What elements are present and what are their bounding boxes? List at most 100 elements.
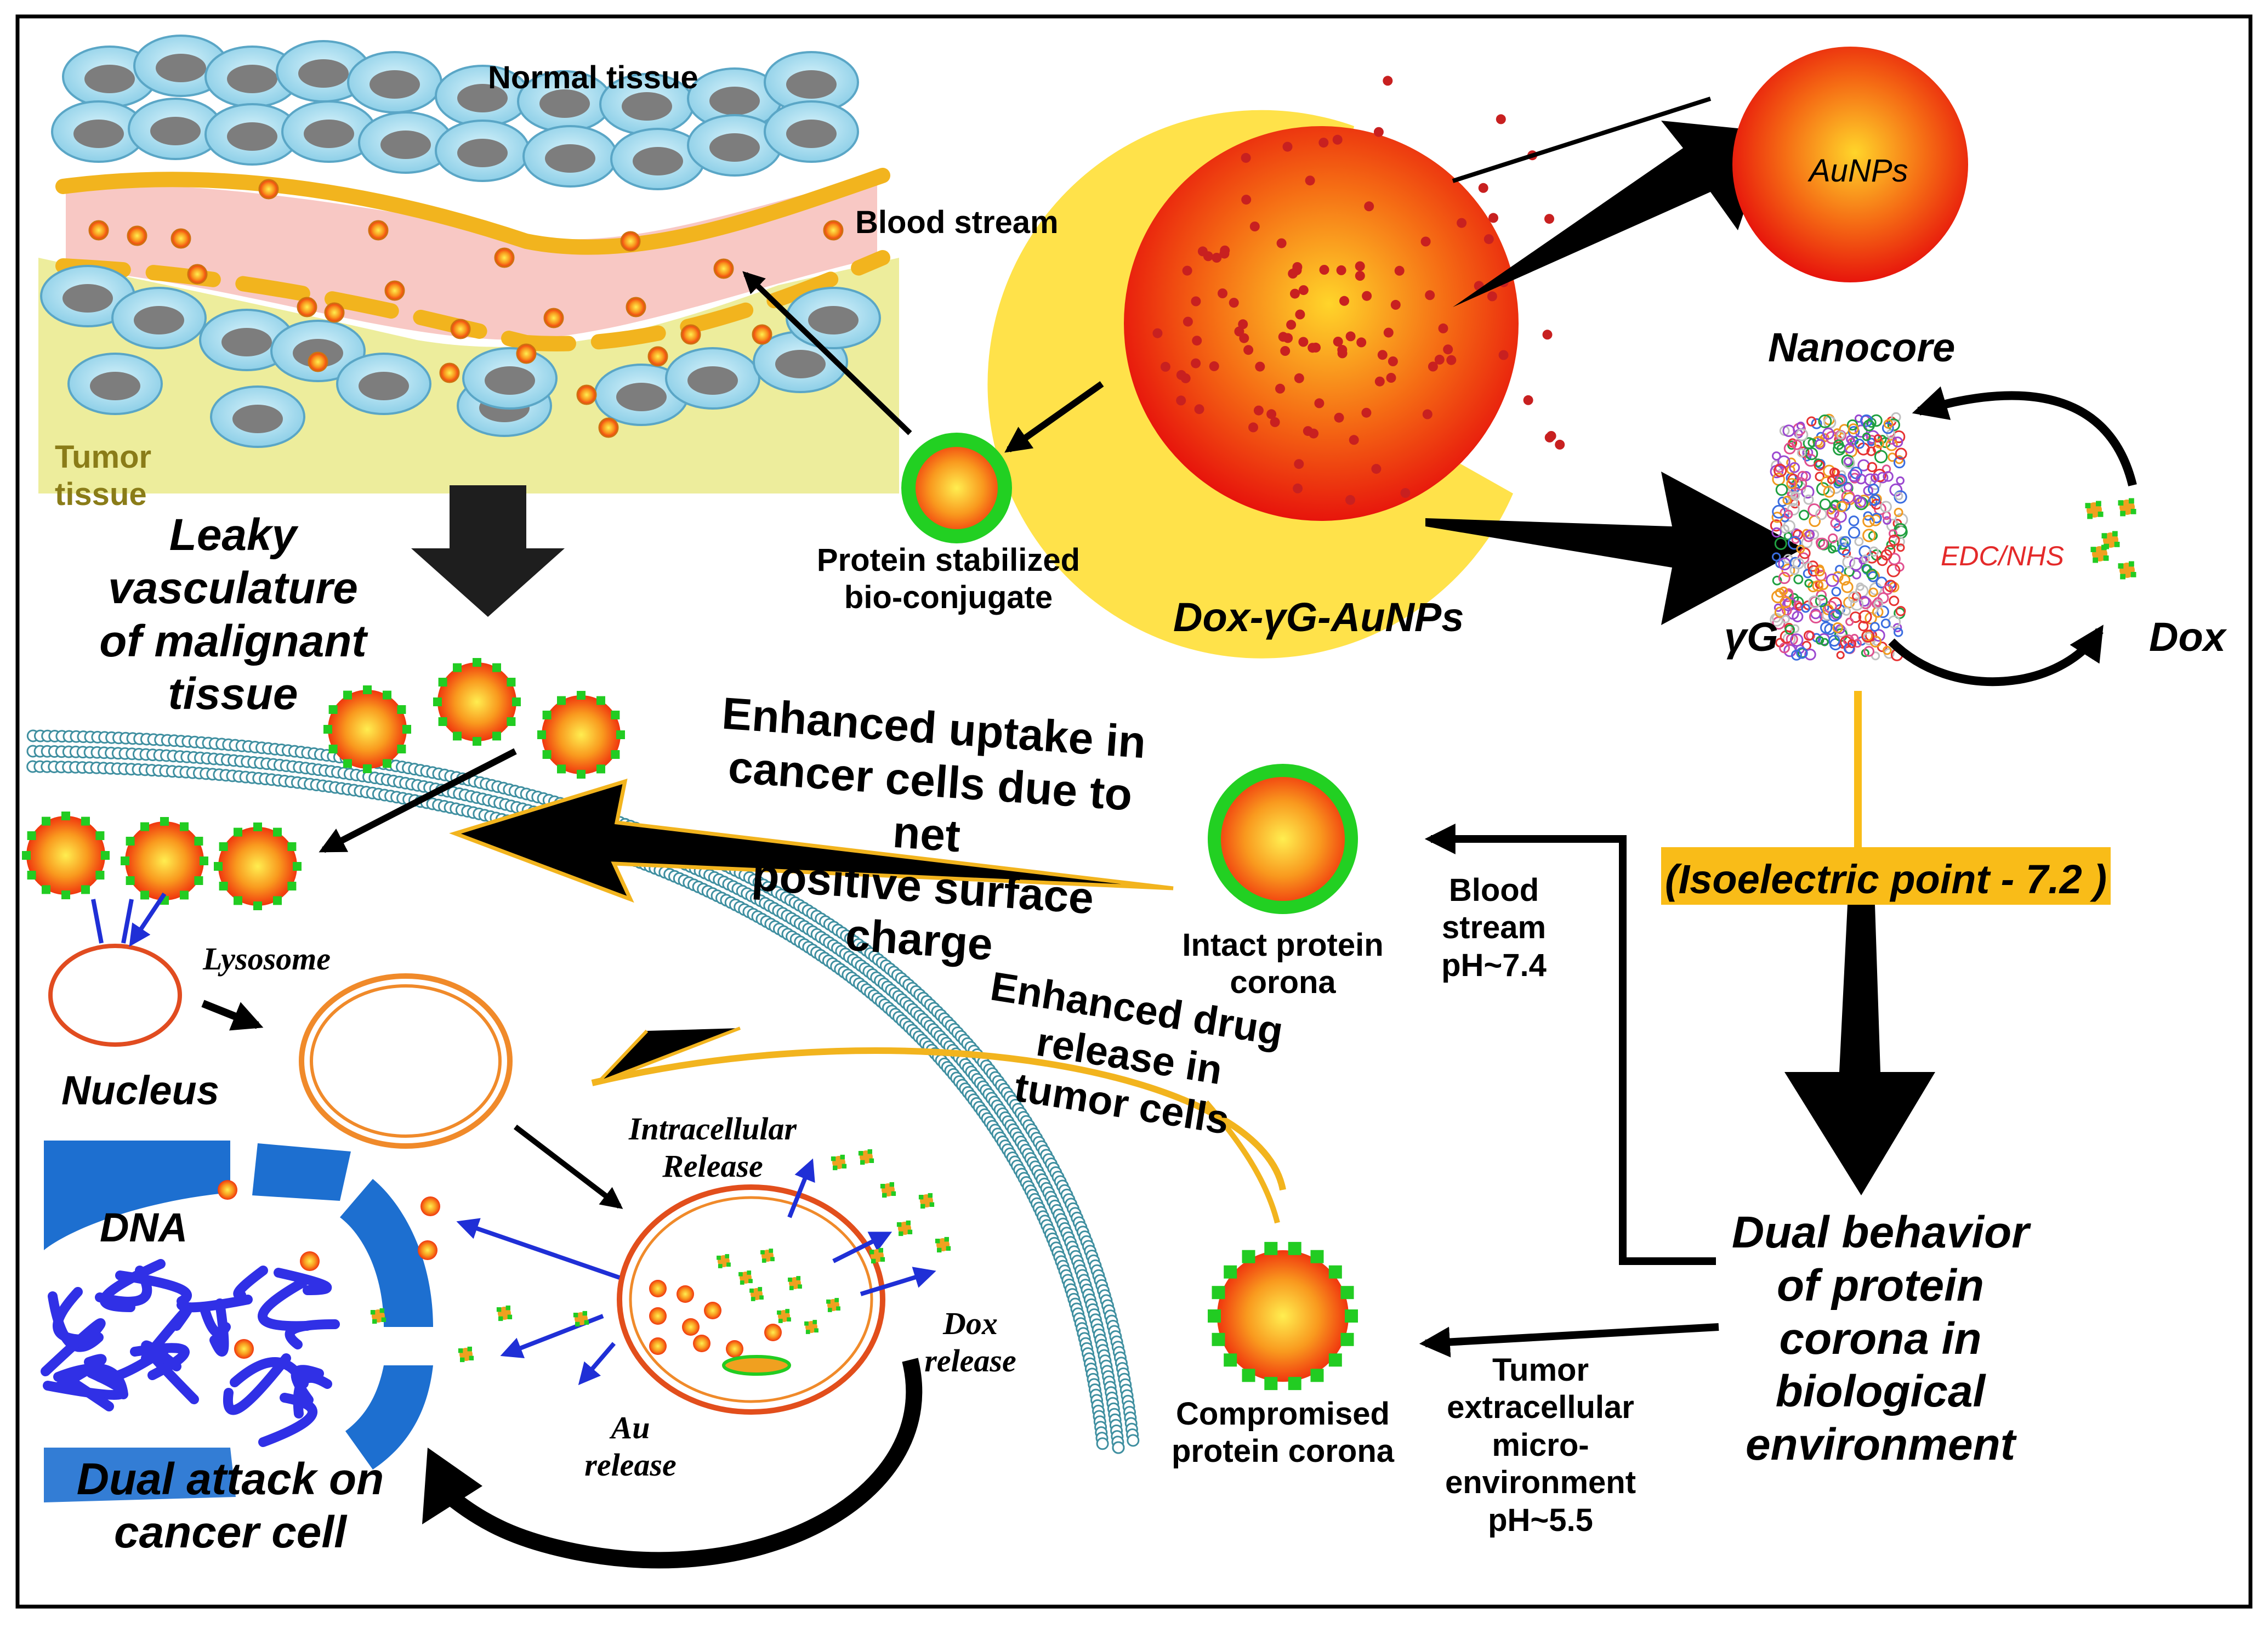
drug-dot	[1308, 343, 1318, 353]
dna-strand	[291, 1365, 324, 1405]
protein-atom	[1818, 414, 1832, 428]
surface-green-dot	[397, 745, 406, 753]
protein-atom	[1792, 611, 1804, 622]
isoelectric-box	[1661, 847, 2111, 905]
protein-atom	[1862, 432, 1871, 441]
surface-green-dot	[121, 856, 129, 865]
surface-green-dot	[200, 856, 208, 865]
protein-atom	[1858, 610, 1872, 624]
label-intracellular-release: Intracellular Release	[628, 1111, 797, 1184]
corona-fragment	[1310, 1250, 1324, 1263]
drug-dot	[1266, 409, 1277, 419]
endosome	[299, 973, 513, 1149]
dox-green-dot	[798, 1284, 802, 1289]
label-lysosome: Lysosome	[203, 941, 331, 977]
drug-dot	[1255, 361, 1265, 372]
surface-green-dot	[363, 685, 372, 694]
intact-corona-particle	[1208, 764, 1358, 914]
protein-atom	[1848, 423, 1859, 435]
surface-green-dot	[194, 837, 203, 846]
surface-green-dot	[160, 817, 169, 826]
protein-atom	[1828, 533, 1838, 543]
protein-atom	[1847, 639, 1857, 649]
drug-dot	[1434, 354, 1445, 365]
protein-atom	[1870, 473, 1880, 483]
surface-green-dot	[537, 730, 546, 739]
membrane-bead	[1096, 1437, 1109, 1450]
dox-molecules	[2085, 498, 2136, 580]
drug-dot	[1275, 383, 1285, 394]
dox-green-dot	[2093, 557, 2098, 563]
protein-atom	[1866, 568, 1878, 580]
protein-atom	[1854, 537, 1864, 547]
dox-green-dot	[833, 1165, 838, 1171]
label-yg: γG	[1724, 614, 1778, 660]
protein-atom	[1804, 648, 1816, 661]
vesicle-contents	[649, 1249, 840, 1376]
dna-strand	[59, 1372, 114, 1411]
dox-green-dot	[907, 1229, 913, 1234]
drug-dot	[1295, 309, 1305, 320]
protein-atom	[1774, 464, 1787, 478]
cell-nucleus-dot	[545, 144, 595, 173]
dna-strand	[223, 1353, 291, 1415]
dox-green-dot	[467, 1346, 472, 1352]
protein-atom	[1854, 439, 1865, 449]
dox-green-dot	[929, 1202, 935, 1207]
au-particle	[234, 1339, 254, 1359]
protein-atom	[1850, 611, 1862, 623]
protein-atom	[1882, 511, 1891, 520]
cell-nucleus-dot	[304, 120, 354, 148]
cell-nucleus-dot	[84, 65, 135, 93]
drug-dot	[1425, 290, 1435, 300]
surface-green-dot	[473, 658, 481, 667]
drug-dot	[1191, 296, 1201, 307]
drug-dot	[1355, 261, 1365, 271]
surface-green-dot	[81, 885, 90, 894]
surface-green-dot	[287, 842, 297, 851]
dox-green-dot	[507, 1314, 513, 1319]
drug-dot	[1542, 330, 1553, 340]
blood-particle	[576, 384, 597, 405]
protein-atom	[1827, 475, 1835, 484]
protein-atom	[1809, 610, 1823, 624]
blood-particle	[88, 220, 109, 241]
surface-green-dot	[22, 851, 31, 860]
protein-atom	[1880, 619, 1891, 629]
protein-atom	[1846, 435, 1855, 444]
cell-nucleus-dot	[457, 84, 508, 112]
surface-green-dot	[293, 862, 302, 871]
surface-green-dot	[596, 696, 605, 705]
protein-atom	[1798, 509, 1810, 520]
surface-green-dot	[61, 890, 70, 899]
surface-green-dot	[180, 890, 189, 900]
blood-particle	[127, 225, 147, 246]
np-entry-arrow	[319, 748, 517, 853]
dox-green-dot	[460, 1357, 465, 1363]
surface-green-dot	[596, 764, 605, 774]
drug-dot	[1212, 253, 1222, 263]
protein-atom	[1858, 621, 1869, 632]
cell-nucleus-dot	[73, 120, 124, 148]
drug-dot	[1383, 76, 1393, 86]
cell-nucleus-dot	[232, 405, 283, 433]
protein-atom	[1830, 500, 1841, 510]
protein-atom	[1843, 643, 1855, 654]
protein-atom	[1819, 498, 1831, 510]
protein-atom	[1796, 544, 1805, 554]
dox-green-dot	[749, 1288, 754, 1293]
surface-green-dot	[219, 842, 228, 851]
protein-atom	[1869, 494, 1881, 506]
dox-green-dot	[573, 1313, 578, 1318]
drug-dot	[1523, 395, 1533, 405]
protein-atom	[1848, 591, 1860, 603]
dox-green-dot	[944, 1236, 949, 1242]
dox-green-dot	[920, 1204, 925, 1209]
nanocore-sphere	[1732, 47, 1968, 282]
corona-fragment	[1208, 1309, 1221, 1323]
dox-yg-aunps-particle	[987, 76, 1712, 659]
protein-atom	[1836, 430, 1845, 440]
protein-atom	[1815, 508, 1827, 520]
drug-dot	[1305, 175, 1315, 186]
surface-green-dot	[402, 725, 411, 734]
